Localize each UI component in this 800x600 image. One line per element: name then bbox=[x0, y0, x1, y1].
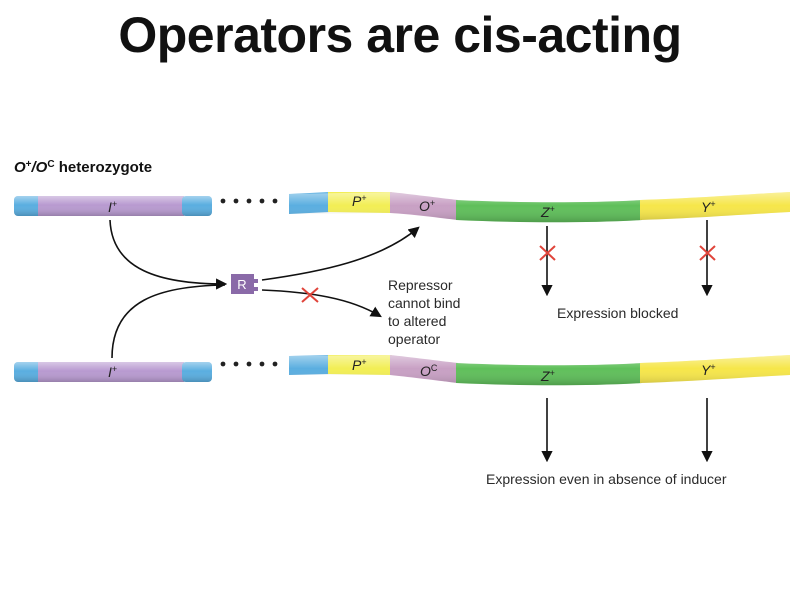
expression-constitutive-label: Expression even in absence of inducer bbox=[486, 471, 727, 487]
bottom-promoter-label: P+ bbox=[352, 357, 367, 373]
bottom-y-label: Y+ bbox=[701, 362, 716, 378]
top-operator-label: O+ bbox=[419, 198, 435, 214]
bottom-i-label: I+ bbox=[108, 364, 117, 380]
top-i-to-repressor-arrow bbox=[109, 219, 228, 290]
repressor-to-operator-plus-arrow bbox=[261, 226, 420, 281]
bottom-z-label: Z+ bbox=[540, 368, 555, 384]
bottom-ellipsis bbox=[220, 361, 278, 367]
repressor-note: Repressor cannot bind to altered operato… bbox=[388, 277, 464, 347]
page-title: Operators are cis-acting bbox=[118, 7, 682, 63]
top-repressor-gene-segment bbox=[14, 196, 212, 216]
top-i-label: I+ bbox=[108, 199, 117, 215]
bottom-operon-segment bbox=[289, 355, 790, 386]
bottom-i-to-repressor-arrow bbox=[111, 284, 226, 359]
top-y-label: Y+ bbox=[701, 199, 716, 215]
bottom-repressor-gene-segment bbox=[14, 362, 212, 382]
expression-blocked-label: Expression blocked bbox=[557, 305, 678, 321]
top-operon-segment bbox=[289, 192, 790, 223]
top-ellipsis bbox=[220, 198, 278, 204]
repressor-label: R bbox=[237, 277, 246, 292]
heterozygote-heading: O+/OC heterozygote bbox=[14, 159, 152, 177]
repressor-protein: R bbox=[231, 274, 258, 294]
repressor-box bbox=[231, 274, 254, 294]
repressor-block-x-icon bbox=[301, 287, 319, 303]
top-z-label: Z+ bbox=[540, 204, 555, 220]
top-y-block-x-icon bbox=[699, 245, 716, 261]
top-z-block-x-icon bbox=[539, 245, 556, 261]
top-promoter-label: P+ bbox=[352, 193, 367, 209]
bottom-operator-label: OC bbox=[420, 363, 438, 379]
repressor-to-operator-c-arrow bbox=[261, 289, 382, 318]
